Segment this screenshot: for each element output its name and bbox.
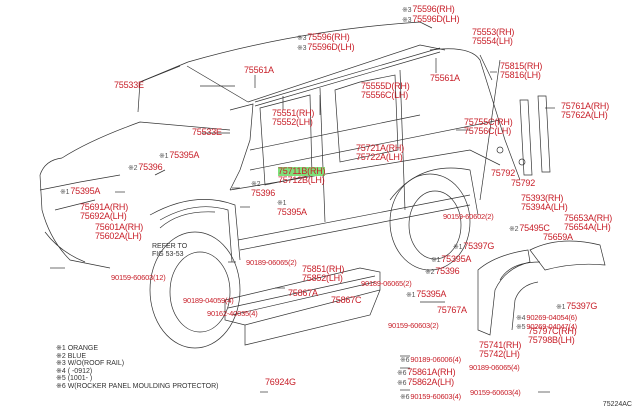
part-label-75792-b[interactable]: 75792 [511, 178, 536, 188]
part-label-75533e-lower[interactable]: 75533E [192, 127, 222, 137]
roof-outline [187, 21, 433, 63]
part-label-75551[interactable]: 75551(RH)75552(LH) [272, 108, 315, 127]
part-label-75755c[interactable]: 75755C(RH)75756C(LH) [464, 117, 513, 136]
part-label-75741[interactable]: 75741(RH)75742(LH) [479, 340, 522, 359]
part-label-75761a[interactable]: 75761A(RH)75762A(LH) [561, 101, 610, 120]
part-label-75561a-rear[interactable]: 75561A [430, 73, 460, 83]
part-label-90159-60603-4-b[interactable]: 90159-60603(4) [470, 388, 521, 397]
part-label-75395a-e[interactable]: ※175395A [406, 289, 447, 300]
part-label-76924g[interactable]: 76924G [265, 377, 296, 387]
note-1: ※1 ORANGE [56, 345, 99, 352]
part-label-75792-a[interactable]: 75792 [491, 168, 516, 178]
part-label-90189-04059[interactable]: 90189-04059(4) [183, 296, 234, 305]
legend-notes: ※1 ORANGE ※2 BLUE ※3 W/O(ROOF RAIL) ※4 (… [56, 345, 218, 391]
part-label-90189-06065-b[interactable]: 90189-06065(2) [361, 279, 412, 288]
part-label-75393[interactable]: 75393(RH)75394A(LH) [521, 193, 568, 212]
part-label-75596-roof-left[interactable]: ※375596(RH) ※375596D(LH) [297, 32, 355, 53]
part-label-90189-06065-4[interactable]: 90189-06065(4) [469, 363, 520, 372]
note-5: ※5 (1001- ) [56, 375, 93, 383]
part-label-75555d[interactable]: 75555D(RH)75556C(LH) [361, 81, 410, 100]
figure-code: 75224AC [602, 401, 632, 408]
part-label-90159-60603-2[interactable]: 90159-60603(2) [388, 321, 439, 330]
note-2: ※2 BLUE [56, 352, 86, 360]
part-label-75721a[interactable]: 75721A(RH)75722A(LH) [356, 143, 405, 162]
part-label-90162-40035[interactable]: 90162-40035(4) [207, 309, 258, 318]
part-label-75395a-b[interactable]: ※175395A [60, 186, 101, 197]
part-label-90269[interactable]: ※490269-04054(6) ※590269-04047(4) [516, 313, 577, 332]
note-6: ※6 W(ROCKER PANEL MOULDING PROTECTOR) [56, 382, 219, 390]
note-4: ※4 ( -0912) [56, 367, 93, 375]
part-label-75797c[interactable]: 75797C(RH)75798B(LH) [528, 326, 577, 345]
part-label-75395a-d[interactable]: ※175395A [431, 254, 472, 265]
part-label-75596-roof-right[interactable]: ※375596(RH) ※375596D(LH) [402, 4, 460, 25]
part-label-75861a[interactable]: ※675861A(RH) ※675862A(LH) [397, 367, 456, 388]
part-label-75396-a[interactable]: ※275396 [128, 162, 163, 173]
part-label-75653a[interactable]: 75653A(RH)75654A(LH) [564, 213, 613, 232]
part-label-75495c[interactable]: ※275495C [509, 223, 550, 234]
part-label-75553[interactable]: 75553(RH)75554(LH) [472, 27, 515, 46]
part-label-75561a-front[interactable]: 75561A [244, 65, 274, 75]
part-label-75815[interactable]: 75815(RH)75816(LH) [500, 61, 543, 80]
part-label-75395a-a[interactable]: ※175395A [159, 150, 200, 161]
part-label-75712b[interactable]: 75712B(LH) [278, 175, 325, 185]
note-3: ※3 W/O(ROOF RAIL) [56, 360, 125, 368]
part-label-75711b-highlighted[interactable]: 75711B(RH) [278, 166, 326, 176]
part-label-75396-c[interactable]: ※275396 [425, 266, 460, 277]
part-label-75397g-b[interactable]: ※175397G [556, 301, 598, 312]
part-label-75397g-a[interactable]: ※175397G [453, 241, 495, 252]
part-label-75767a[interactable]: 75767A [437, 305, 467, 315]
part-label-75851[interactable]: 75851(RH)75852(LH) [302, 264, 345, 283]
part-label-90189-06065-a[interactable]: 90189-06065(2) [246, 258, 297, 267]
part-label-90159-60602[interactable]: 90159-60602(2) [443, 212, 494, 221]
part-label-90159-60603-12[interactable]: 90159-60603(12) [111, 273, 166, 282]
part-label-75533e-upper[interactable]: 75533E [114, 80, 144, 90]
part-label-75659a[interactable]: 75659A [543, 232, 573, 242]
part-label-75867a[interactable]: 75867A [288, 288, 318, 298]
part-label-90159-60603-4-a[interactable]: ※690159-60603(4) [400, 392, 461, 402]
part-label-90189-06006[interactable]: ※690189-06006(4) [400, 355, 461, 365]
part-label-75867c[interactable]: 75867C [331, 295, 362, 305]
part-label-75601a[interactable]: 75601A(RH)75602A(LH) [95, 222, 144, 241]
part-label-75691a[interactable]: 75691A(RH)75692A(LH) [80, 202, 129, 221]
